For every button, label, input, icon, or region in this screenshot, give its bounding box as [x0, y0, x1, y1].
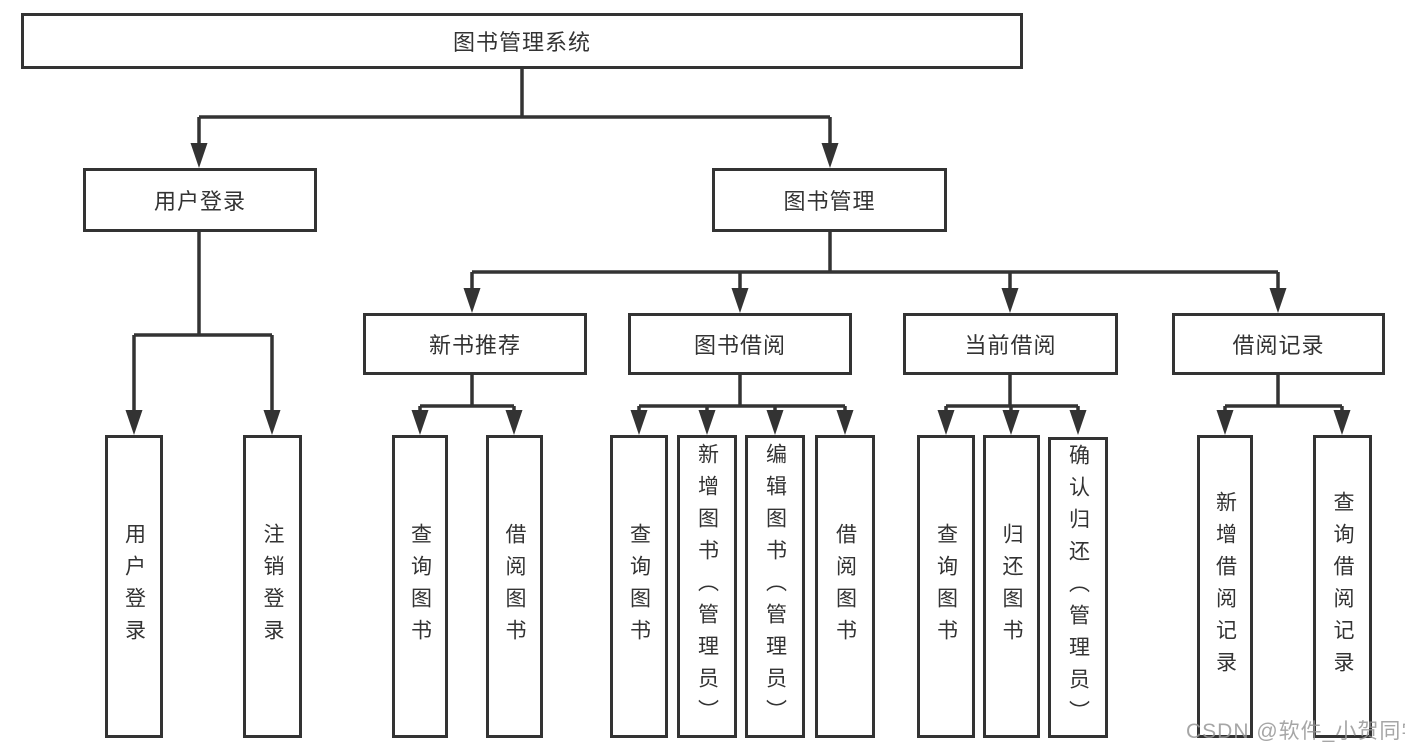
- node-leaf-br-add-record: 新增借阅记录: [1197, 435, 1253, 738]
- node-leaf-cb-confirm-return: 确认归还（管理员）: [1048, 437, 1108, 738]
- connector-borrow-record: [1216, 375, 1351, 435]
- node-label: 借阅图书: [833, 522, 857, 651]
- connector-root: [190, 69, 839, 168]
- arrow-down-icon: [190, 143, 208, 168]
- node-leaf-user-login: 用户登录: [105, 435, 163, 738]
- node-label: 当前借阅: [964, 333, 1057, 358]
- arrow-down-icon: [1216, 410, 1234, 435]
- node-label: 归还图书: [1000, 522, 1023, 651]
- node-leaf-bb-add-books: 新增图书（管理员）: [677, 435, 737, 738]
- connector-book-borrow: [630, 375, 854, 435]
- arrow-down-icon: [1333, 410, 1351, 435]
- arrow-down-icon: [766, 410, 784, 435]
- node-label: 图书借阅: [693, 333, 786, 358]
- node-current-borrow: 当前借阅: [903, 313, 1118, 375]
- node-leaf-bb-edit-books: 编辑图书（管理员）: [745, 435, 805, 738]
- node-label: 查询图书: [627, 522, 651, 651]
- node-leaf-cb-return-books: 归还图书: [983, 435, 1040, 738]
- connector-current-borrow: [937, 375, 1087, 435]
- arrow-down-icon: [505, 410, 523, 435]
- node-leaf-br-query-record: 查询借阅记录: [1313, 435, 1372, 738]
- arrow-down-icon: [1269, 288, 1287, 313]
- connector-new-book-recommend: [411, 375, 523, 435]
- arrow-down-icon: [630, 410, 648, 435]
- node-label: 查询图书: [934, 522, 958, 651]
- arrow-down-icon: [125, 410, 143, 435]
- node-label: 查询借阅记录: [1331, 490, 1354, 683]
- node-book-borrow: 图书借阅: [628, 313, 852, 375]
- node-new-book-recommend: 新书推荐: [363, 313, 587, 375]
- node-label: 确认归还（管理员）: [1066, 443, 1090, 732]
- arrow-down-icon: [821, 143, 839, 168]
- node-leaf-cb-query-books: 查询图书: [917, 435, 975, 738]
- arrow-down-icon: [836, 410, 854, 435]
- node-leaf-nbr-borrow-books: 借阅图书: [486, 435, 543, 738]
- arrow-down-icon: [263, 410, 281, 435]
- connector-book-management: [463, 232, 1287, 313]
- node-leaf-bb-query-books: 查询图书: [610, 435, 668, 738]
- node-label: 新增图书（管理员）: [695, 442, 719, 731]
- node-root: 图书管理系统: [21, 13, 1023, 69]
- arrow-down-icon: [411, 410, 429, 435]
- arrow-down-icon: [463, 288, 481, 313]
- node-label: 编辑图书（管理员）: [763, 442, 787, 731]
- node-leaf-nbr-query-books: 查询图书: [392, 435, 448, 738]
- node-label: 借阅图书: [503, 522, 526, 651]
- node-leaf-bb-borrow-books: 借阅图书: [815, 435, 875, 738]
- arrow-down-icon: [698, 410, 716, 435]
- arrow-down-icon: [1002, 410, 1020, 435]
- watermark: CSDN @软件_小贺同学: [1186, 720, 1405, 743]
- node-label: 新增借阅记录: [1213, 490, 1237, 683]
- node-user-login: 用户登录: [83, 168, 317, 232]
- node-label: 借阅记录: [1232, 333, 1325, 358]
- node-label: 图书管理系统: [452, 30, 591, 55]
- arrow-down-icon: [731, 288, 749, 313]
- connector-user-login: [125, 232, 281, 435]
- node-label: 用户登录: [153, 189, 246, 214]
- node-label: 查询图书: [408, 522, 432, 651]
- arrow-down-icon: [1001, 288, 1019, 313]
- node-label: 新书推荐: [428, 333, 521, 358]
- node-label: 用户登录: [122, 522, 146, 651]
- node-leaf-logout: 注销登录: [243, 435, 302, 738]
- node-borrow-record: 借阅记录: [1172, 313, 1385, 375]
- node-book-management: 图书管理: [712, 168, 947, 232]
- node-label: 图书管理: [783, 189, 876, 214]
- arrow-down-icon: [937, 410, 955, 435]
- arrow-down-icon: [1069, 410, 1087, 435]
- node-label: 注销登录: [261, 522, 284, 651]
